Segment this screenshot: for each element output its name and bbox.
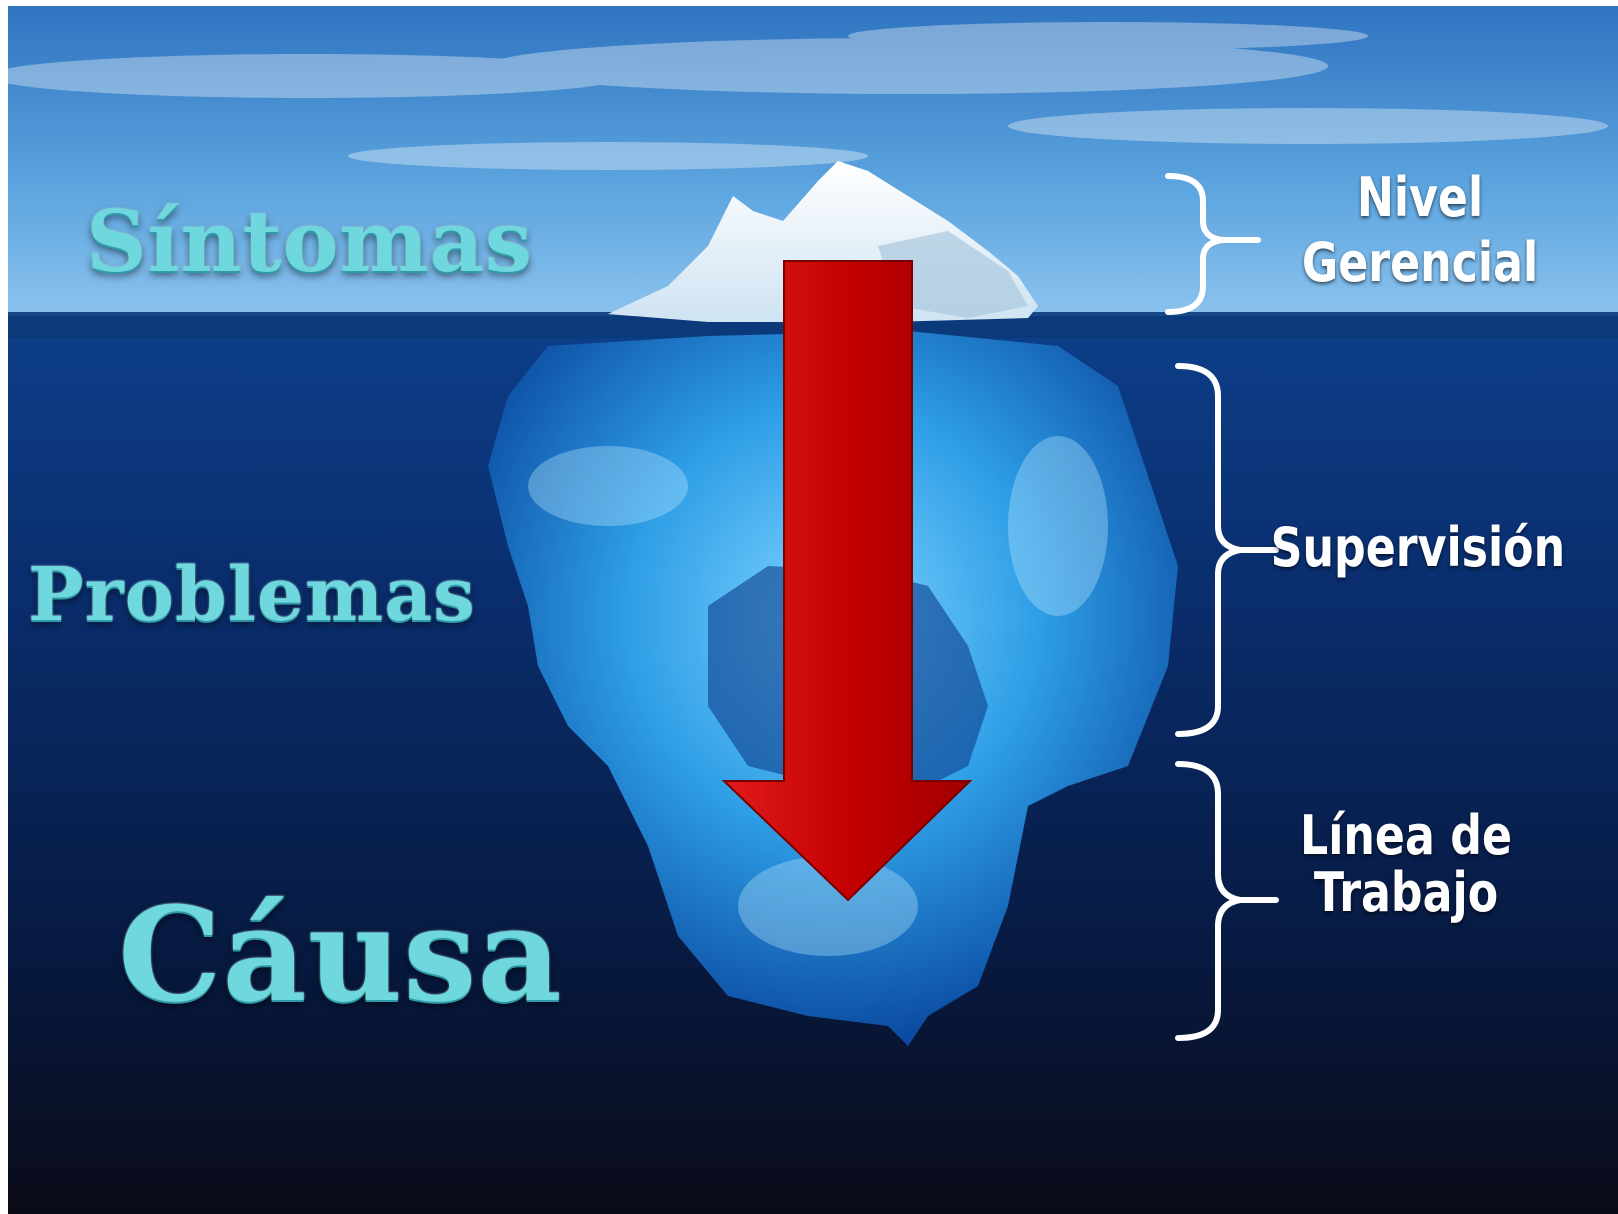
label-problemas: Problemas [28, 552, 476, 638]
label-causa: Cáusa [118, 878, 563, 1031]
label-linea-line1: Línea de [1283, 808, 1529, 865]
label-supervision: Supervisión [1271, 516, 1550, 581]
iceberg-scene: Síntomas Problemas Cáusa Nivel Gerencial… [8, 6, 1618, 1214]
label-linea-line2: Trabajo [1283, 865, 1529, 922]
label-sintomas: Síntomas [86, 192, 533, 291]
label-supervision-text: Supervisión [1271, 516, 1550, 581]
label-linea-de-trabajo: Línea de Trabajo [1283, 808, 1529, 921]
label-nivel-gerencial: Nivel Gerencial [1297, 166, 1543, 296]
label-nivel-line2: Gerencial [1297, 231, 1543, 296]
label-nivel-line1: Nivel [1297, 166, 1543, 231]
